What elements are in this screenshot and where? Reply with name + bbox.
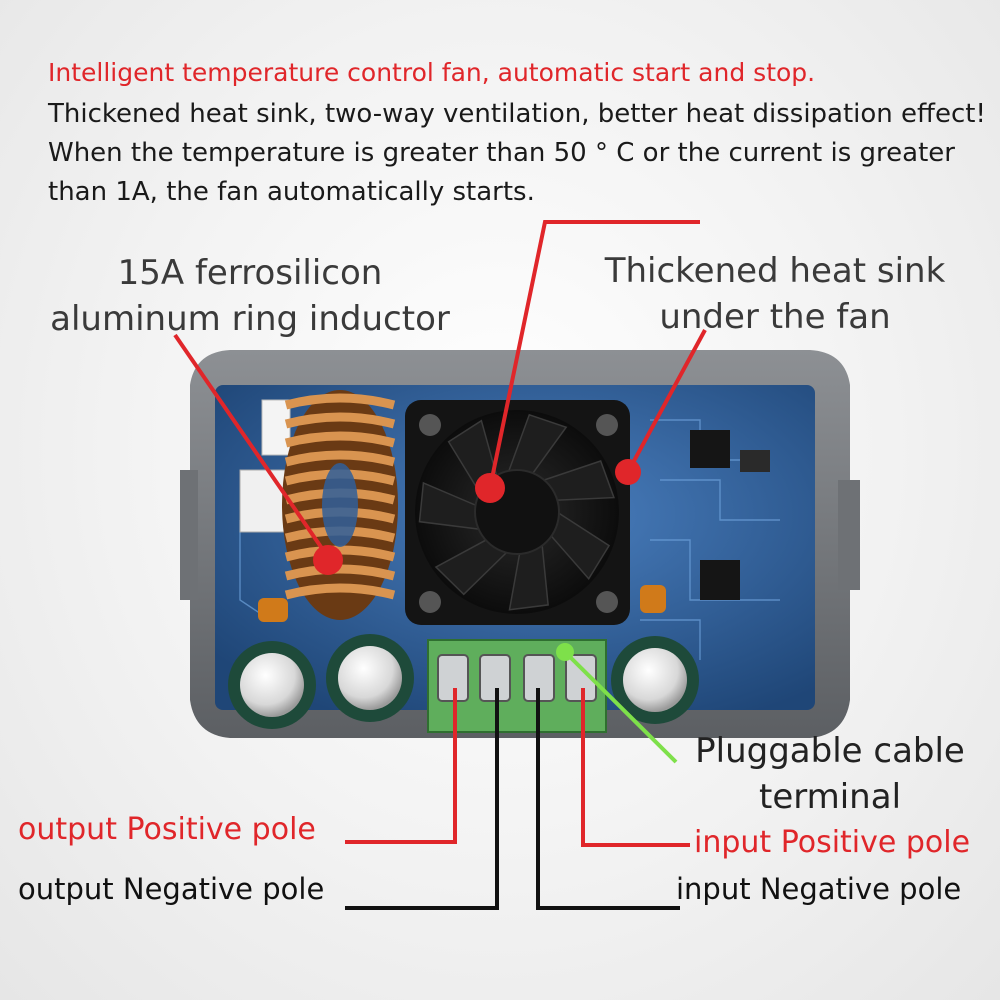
coil-wrap (284, 545, 396, 562)
ic-chip (690, 430, 730, 468)
inductor-callout: 15A ferrosilicon aluminum ring inductor (50, 253, 450, 339)
input-negative-label: input Negative pole (676, 872, 962, 906)
coil-wrap (284, 450, 396, 467)
terminal-callout: Pluggable cable terminal (695, 731, 965, 817)
terminal-block (427, 639, 607, 733)
input-positive-label: input Positive pole (694, 825, 971, 860)
description: Thickened heat sink, two-way ventilation… (48, 99, 986, 207)
output-positive-label: output Positive pole (18, 812, 316, 847)
coil-wrap (284, 583, 396, 600)
headline: Intelligent temperature control fan, aut… (48, 58, 816, 87)
callout-dots (313, 459, 641, 661)
toroid-inductor (282, 390, 398, 620)
cooling-fan (405, 400, 630, 625)
coil-wrap (284, 431, 396, 448)
orange-capacitor (258, 598, 288, 622)
coil-wrap (284, 393, 396, 410)
fan-connector (239, 399, 342, 537)
output-negative-label: output Negative pole (18, 872, 325, 906)
heat-sink-callout: Thickened heat sink under the fan (604, 251, 946, 337)
callout-lines (173, 220, 707, 910)
electrolytic-capacitors (228, 634, 699, 729)
orange-capacitor (640, 585, 666, 613)
ic-chip (700, 560, 740, 600)
coil-wrap (284, 564, 396, 581)
coil-wrap (284, 412, 396, 429)
